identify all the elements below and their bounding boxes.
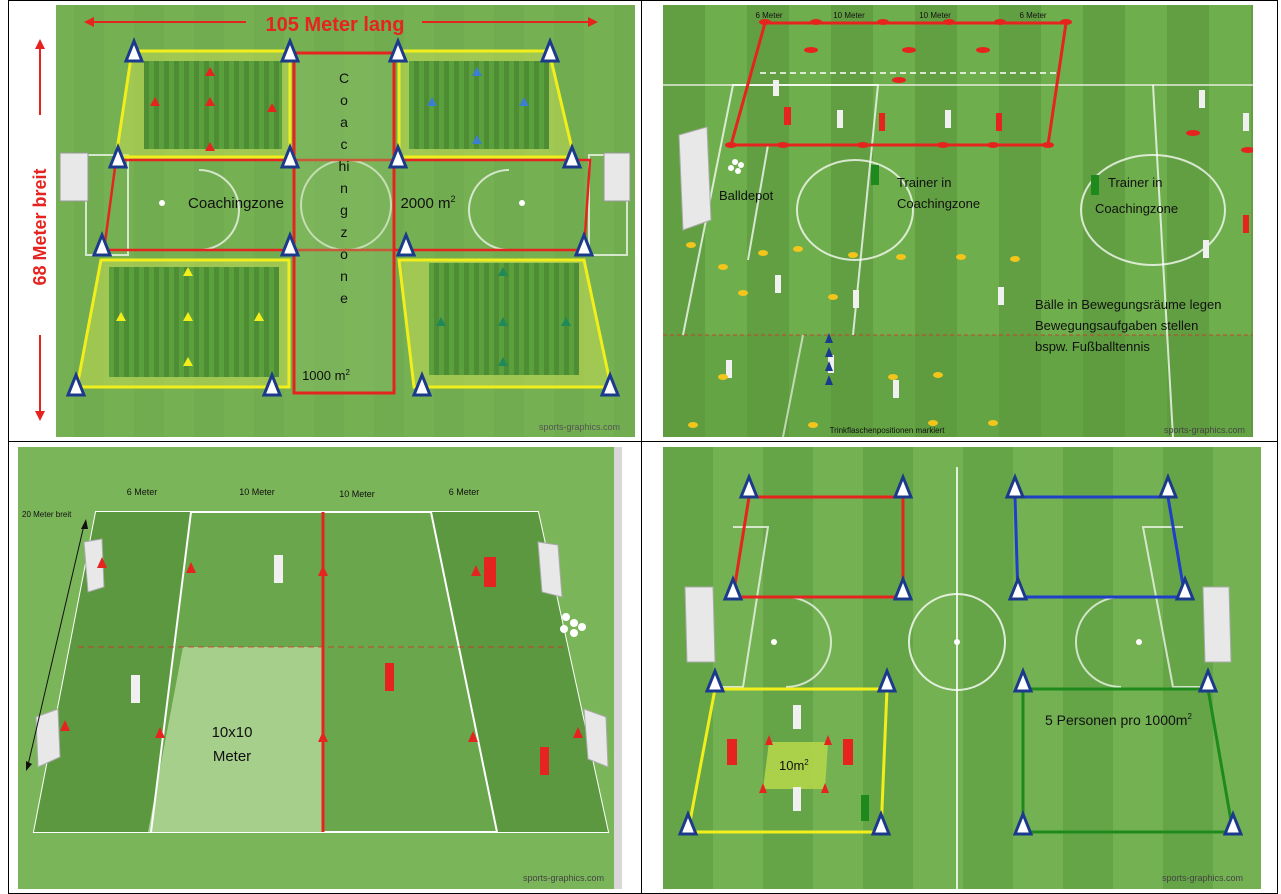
ball-depot xyxy=(728,159,744,174)
panel-colored-zones-svg: 5 Personen pro 1000m2 10m2 sports-graphi… xyxy=(663,447,1261,889)
panel-4-zone-field-svg: 6 Meter 10 Meter 10 Meter 6 Meter 20 Met… xyxy=(18,447,622,889)
panel-4-zone-field: 6 Meter 10 Meter 10 Meter 6 Meter 20 Met… xyxy=(18,447,622,889)
credit-text: sports-graphics.com xyxy=(523,873,604,883)
players-group xyxy=(726,80,1249,398)
zone-top-left xyxy=(114,49,292,159)
tasks-line2: Bewegungsaufgaben stellen xyxy=(1035,318,1198,333)
top-label-3: 10 Meter xyxy=(919,11,951,20)
square-cones xyxy=(759,735,832,793)
top-label-3: 10 Meter xyxy=(339,489,375,499)
goal-left xyxy=(684,586,716,663)
center-circle xyxy=(908,593,1006,691)
area-1000-label: 1000 m2 xyxy=(302,368,350,383)
square-10m xyxy=(763,742,828,789)
area-2000-label: 2000 m2 xyxy=(400,194,455,212)
top-label-2: 10 Meter xyxy=(833,11,865,20)
width-arrow xyxy=(27,524,85,766)
goal-right xyxy=(603,152,631,202)
pitch-background xyxy=(663,447,1261,889)
box-label-line2: Meter xyxy=(213,748,251,765)
goal-bottom-right xyxy=(583,708,609,768)
balls-group xyxy=(560,613,586,637)
red-markers xyxy=(725,19,1253,153)
coaching-strip-letter: z xyxy=(341,224,348,240)
trainer-label-2-line2: Coachingzone xyxy=(1095,201,1178,216)
pitch-width-label: 68 Meter breit xyxy=(30,168,50,285)
credit-text: sports-graphics.com xyxy=(1164,425,1245,435)
top-label-4: 6 Meter xyxy=(449,487,480,497)
credit-text: sports-graphics.com xyxy=(1162,873,1243,883)
coaching-strip-outline xyxy=(292,51,396,395)
goal-left xyxy=(678,126,712,231)
panel-pitch-zones: 105 Meter lang 68 Meter breit Coachingzo… xyxy=(14,5,635,437)
red-cones xyxy=(60,557,583,742)
trainer-label-1-line2: Coachingzone xyxy=(897,196,980,211)
panel-colored-zones: 5 Personen pro 1000m2 10m2 sports-graphi… xyxy=(663,447,1261,889)
top-label-4: 6 Meter xyxy=(1019,11,1046,20)
pitch-length-label: 105 Meter lang xyxy=(266,14,405,36)
goal-top-left xyxy=(83,538,105,593)
coaching-strip-letter: n xyxy=(340,268,348,284)
coaching-strip-letter: e xyxy=(340,290,348,306)
top-label-1: 6 Meter xyxy=(127,487,158,497)
cones-group xyxy=(65,36,621,397)
tasks-line3: bspw. Fußballtennis xyxy=(1035,339,1150,354)
zone-bottom-right xyxy=(397,258,613,389)
players-group xyxy=(727,705,869,821)
coaching-strip-letter: n xyxy=(340,180,348,196)
persons-per-area-label: 5 Personen pro 1000m2 xyxy=(1045,712,1192,728)
coaching-strip-letter: g xyxy=(340,202,348,218)
top-label-2: 10 Meter xyxy=(239,487,275,497)
credit-text: sports-graphics.com xyxy=(539,422,620,432)
panel-training-zones: 6 Meter 10 Meter 10 Meter 6 Meter Ballde… xyxy=(663,5,1253,437)
goal-right xyxy=(1202,586,1232,663)
square-area-label: 10m2 xyxy=(779,758,809,773)
coaching-strip-letter: hi xyxy=(339,158,350,174)
box-label-line1: 10x10 xyxy=(212,724,253,741)
zone-bottom-left xyxy=(75,258,291,389)
panel-training-zones-svg: 6 Meter 10 Meter 10 Meter 6 Meter Ballde… xyxy=(663,5,1253,437)
players-group xyxy=(131,555,549,775)
goal-left xyxy=(59,152,89,202)
box-10x10 xyxy=(148,647,323,832)
zone-top-right xyxy=(397,49,576,159)
balldepot-label: Balldepot xyxy=(719,188,774,203)
grid-divider-horizontal xyxy=(8,441,1278,442)
trainer-label-2-line1: Trainer in xyxy=(1108,175,1162,190)
coaching-zone-label: Coachingzone xyxy=(188,195,284,212)
goal-top-right xyxy=(537,541,563,598)
top-label-1: 6 Meter xyxy=(755,11,782,20)
panel-pitch-zones-svg: 105 Meter lang 68 Meter breit Coachingzo… xyxy=(30,5,635,437)
width-label: 20 Meter breit xyxy=(22,510,72,519)
tasks-line1: Bälle in Bewegungsräume legen xyxy=(1035,297,1221,312)
coaching-strip-letter: C xyxy=(339,70,349,86)
blue-cones xyxy=(825,333,833,385)
coaching-strip-letter: c xyxy=(341,136,348,152)
grid-divider-vertical xyxy=(641,0,642,894)
coaching-strip-letter: o xyxy=(340,92,348,108)
yellow-markers xyxy=(686,242,1020,428)
goal-bottom-left xyxy=(35,708,61,768)
trainer-label-1-line1: Trainer in xyxy=(897,175,951,190)
cones-group xyxy=(677,472,1244,836)
bottles-label: Trinkflaschenpositionen markiert xyxy=(830,426,946,435)
coaching-strip-vertical-text: Coachingzone xyxy=(339,70,350,306)
coaching-strip-letter: o xyxy=(340,246,348,262)
coaching-strip-letter: a xyxy=(340,114,348,130)
